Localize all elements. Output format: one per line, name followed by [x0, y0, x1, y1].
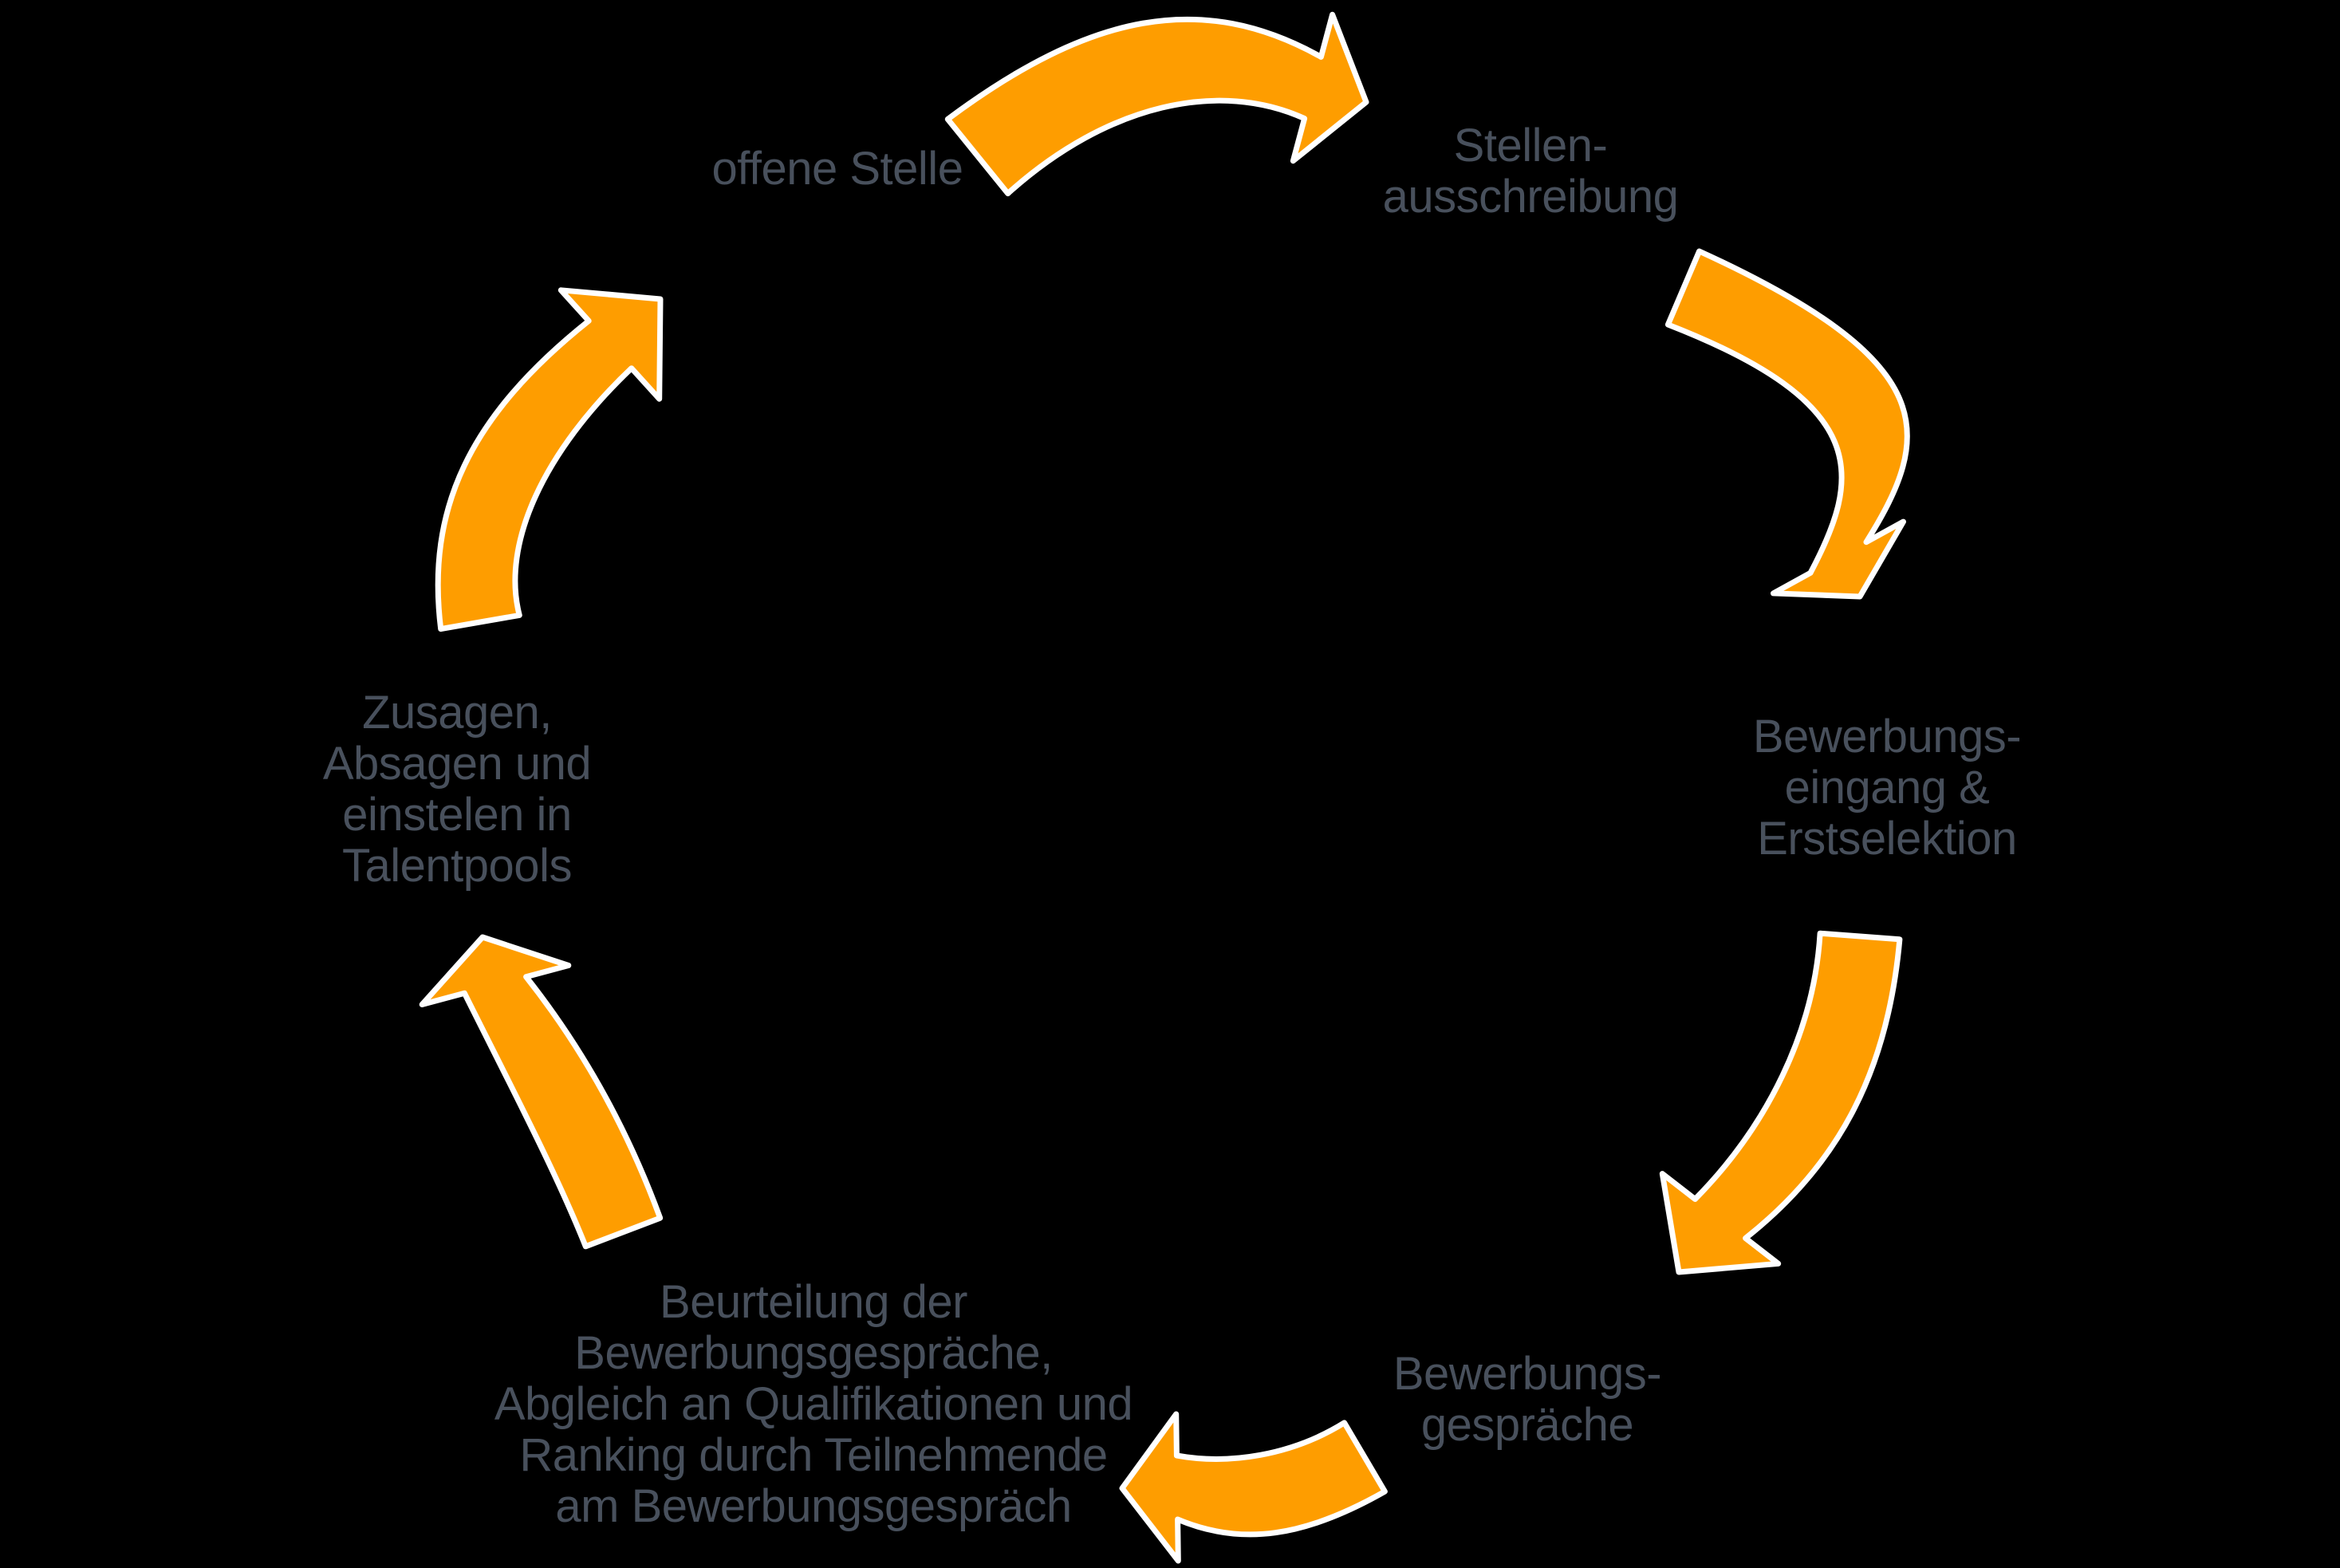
curved-arrow-top-icon [944, 11, 1369, 197]
step-label-stellenausschreibung: Stellen- ausschreibung [1382, 120, 1679, 223]
step-label-bewerbungseingang-erstselektion: Bewerbungs- eingang & Erstselektion [1752, 711, 2022, 865]
step-label-zusagen-absagen-talentpools: Zusagen, Absagen und einstelen in Talent… [322, 687, 592, 892]
curved-arrow-top-right-icon [1664, 248, 1910, 600]
curved-arrow-bottom-right-icon [1659, 930, 1903, 1275]
step-label-beurteilung-ranking: Beurteilung der Bewerbungsgespräche, Abg… [494, 1276, 1133, 1532]
step-label-offene-stelle: offene Stelle [711, 143, 963, 195]
curved-arrow-bottom-left-icon [419, 934, 664, 1250]
curved-arrow-top-left-icon [435, 287, 664, 632]
step-label-bewerbungsgespraeche: Bewerbungs- gespräche [1393, 1348, 1662, 1451]
curved-arrow-bottom-icon [1119, 1411, 1388, 1564]
